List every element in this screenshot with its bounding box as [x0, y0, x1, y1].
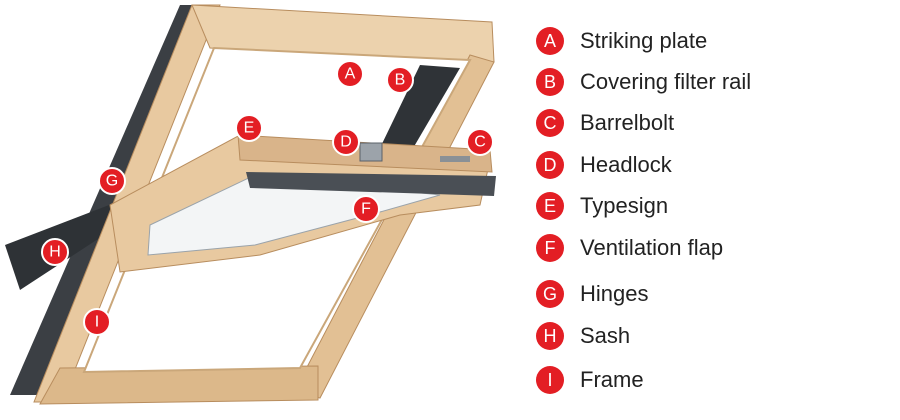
- legend-label: Headlock: [580, 152, 672, 177]
- legend-label: Striking plate: [580, 28, 708, 53]
- badge-f: F: [536, 234, 564, 262]
- barrelbolt-pin: [440, 156, 470, 162]
- legend-item-ventilation-flap: F Ventilation flap: [536, 231, 723, 265]
- legend-item-striking-plate: A Striking plate: [536, 24, 707, 58]
- svg-text:B: B: [395, 72, 406, 89]
- legend-item-barrelbolt: C Barrelbolt: [536, 106, 674, 140]
- svg-text:D: D: [340, 134, 352, 151]
- legend-label: Sash: [580, 323, 631, 348]
- marker-e: E: [235, 114, 263, 142]
- headlock-handle: [359, 142, 383, 162]
- badge-e: E: [536, 192, 564, 220]
- legend-item-frame: I Frame: [536, 363, 644, 397]
- badge-h: H: [536, 322, 564, 350]
- svg-text:C: C: [474, 134, 486, 151]
- marker-g: G: [98, 167, 126, 195]
- legend-label: Typesign: [580, 193, 669, 218]
- outer-frame-bottom-rail: [39, 365, 319, 405]
- badge-b: B: [536, 68, 564, 96]
- badge-i: I: [536, 366, 564, 394]
- legend-item-sash: H Sash: [536, 319, 630, 353]
- marker-b: B: [386, 66, 414, 94]
- legend-item-covering-filter-rail: B Covering filter rail: [536, 65, 751, 99]
- svg-text:A: A: [345, 66, 356, 83]
- legend-label: Hinges: [580, 281, 649, 306]
- svg-text:G: G: [106, 173, 118, 190]
- outer-frame-right-rail: [293, 54, 495, 399]
- badge-a: A: [536, 27, 564, 55]
- svg-text:F: F: [361, 201, 371, 218]
- aluminium-cladding: [10, 5, 196, 395]
- svg-text:H: H: [49, 244, 61, 261]
- marker-i: I: [83, 308, 111, 336]
- marker-d: D: [332, 128, 360, 156]
- svg-text:I: I: [95, 314, 99, 331]
- badge-c: C: [536, 109, 564, 137]
- marker-c: C: [466, 128, 494, 156]
- legend-label: Ventilation flap: [580, 235, 724, 260]
- marker-a: A: [336, 60, 364, 88]
- ventilation-flap-bar: [246, 172, 496, 196]
- marker-h: H: [41, 238, 69, 266]
- roof-window-illustration: A B C D E F G H I: [5, 4, 496, 405]
- badge-g: G: [536, 280, 564, 308]
- marker-f: F: [352, 195, 380, 223]
- svg-text:E: E: [244, 120, 255, 137]
- badge-d: D: [536, 151, 564, 179]
- legend-item-headlock: D Headlock: [536, 148, 672, 182]
- filter-rail: [380, 65, 460, 150]
- legend-item-hinges: G Hinges: [536, 277, 648, 311]
- legend-item-typesign: E Typesign: [536, 189, 668, 223]
- legend-label: Frame: [580, 367, 644, 392]
- legend-label: Barrelbolt: [580, 110, 675, 135]
- legend-label: Covering filter rail: [580, 69, 752, 94]
